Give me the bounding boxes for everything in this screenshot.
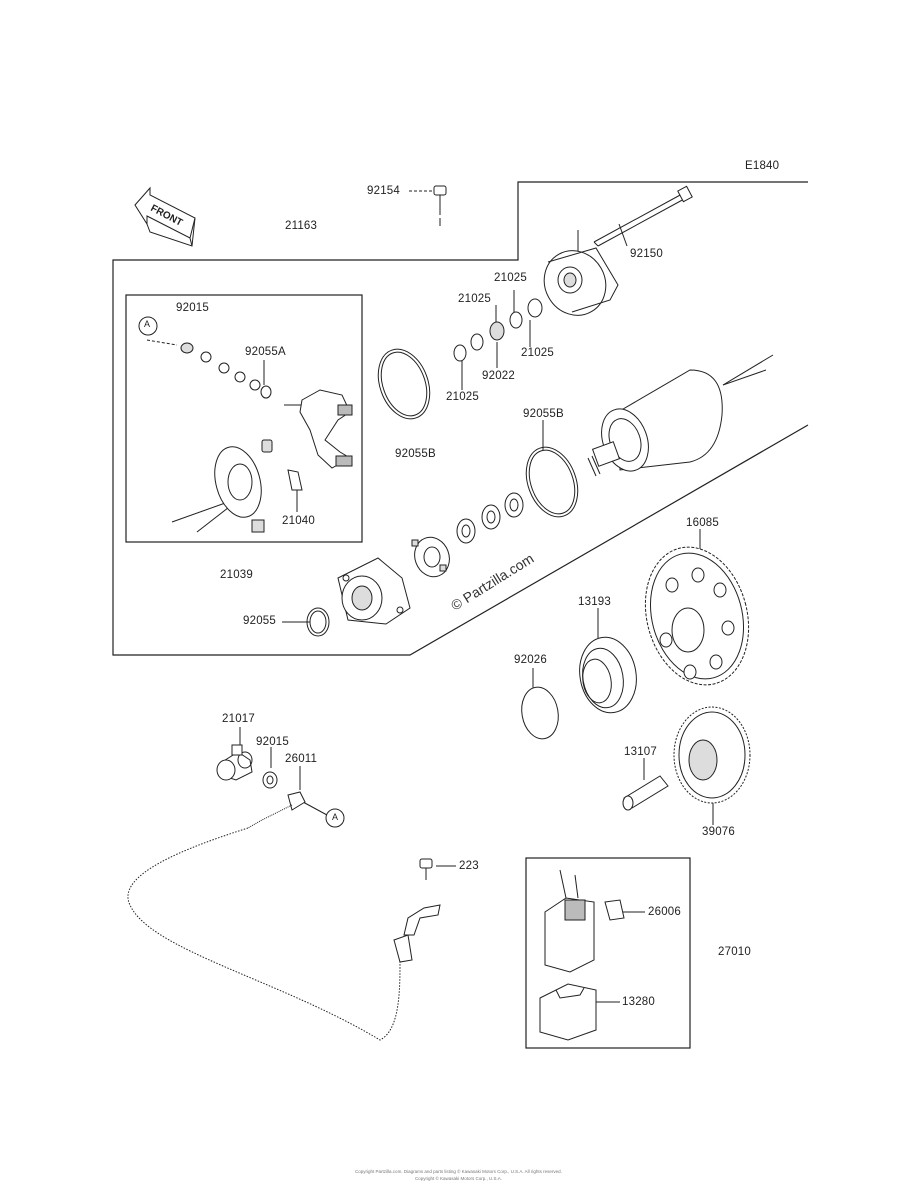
part-label-92055a: 92055A <box>245 346 286 358</box>
diagram-code-label: E1840 <box>745 160 780 172</box>
part-label-21025-c: 21025 <box>521 347 554 359</box>
relay-parts-icon <box>539 869 625 1041</box>
part-label-13280: 13280 <box>622 996 655 1008</box>
clutch-13193-icon <box>579 636 637 714</box>
starter-motor-icon <box>587 369 723 477</box>
part-label-21025-d: 21025 <box>446 391 479 403</box>
brush-holder-icon <box>214 446 265 533</box>
part-label-92022: 92022 <box>482 370 515 382</box>
o-ring-92055-icon <box>306 607 330 637</box>
part-label-21025-b: 21025 <box>458 293 491 305</box>
front-washers-icon <box>456 492 524 544</box>
part-label-21040: 21040 <box>282 515 315 527</box>
o-ring-92055b-right-icon <box>525 446 579 518</box>
part-label-92015-inset: 92015 <box>176 302 209 314</box>
gear-16085-icon <box>644 546 750 686</box>
part-label-92026: 92026 <box>514 654 547 666</box>
part-label-21025-a: 21025 <box>494 272 527 284</box>
part-label-27010: 27010 <box>718 946 751 958</box>
part-label-92055b-left: 92055B <box>395 448 436 460</box>
front-arrow-icon <box>134 186 196 247</box>
brush-inset-box <box>125 294 363 543</box>
part-label-92055b-right: 92055B <box>523 408 564 420</box>
gear-39076-icon <box>673 706 751 804</box>
bolt-223-icon <box>419 858 433 880</box>
part-label-39076: 39076 <box>702 826 735 838</box>
rear-cover-icon <box>543 247 619 316</box>
starter-frame <box>517 181 808 250</box>
brush-plate-icon <box>411 536 450 578</box>
part-label-13107: 13107 <box>624 746 657 758</box>
part-label-21039: 21039 <box>220 569 253 581</box>
part-label-26011: 26011 <box>285 753 318 765</box>
front-cover-icon <box>337 557 411 625</box>
part-label-92015-cable: 92015 <box>256 736 289 748</box>
relay-box <box>525 857 691 1049</box>
leader-lines <box>146 190 774 1003</box>
part-label-26006: 26006 <box>648 906 681 918</box>
ref-mark-a-cable: A <box>332 812 339 822</box>
part-label-223: 223 <box>459 860 479 872</box>
footer-copyright-line2: Copyright © Kawasaki Motors Corp., U.S.A… <box>414 1176 503 1181</box>
footer-copyright-line1: Copyright Partzilla.com. Diagrams and pa… <box>355 1169 562 1174</box>
terminal-parts-icon <box>138 316 353 491</box>
starter-cable-icon <box>127 744 441 1041</box>
part-label-92150: 92150 <box>630 248 663 260</box>
bolt-92154-icon <box>433 185 447 226</box>
part-label-16085: 16085 <box>686 517 719 529</box>
o-ring-92055b-left-icon <box>377 348 431 420</box>
part-label-92055: 92055 <box>243 615 276 627</box>
washer-stack-icon <box>453 298 543 362</box>
ref-mark-a-inset: A <box>144 319 151 329</box>
part-label-21163: 21163 <box>285 220 318 232</box>
shaft-13107-icon <box>622 775 669 811</box>
through-bolt-92150-icon <box>593 185 693 247</box>
washer-92026-icon <box>521 686 559 740</box>
part-label-21017: 21017 <box>222 713 255 725</box>
part-label-13193: 13193 <box>578 596 611 608</box>
part-label-92154: 92154 <box>367 185 400 197</box>
